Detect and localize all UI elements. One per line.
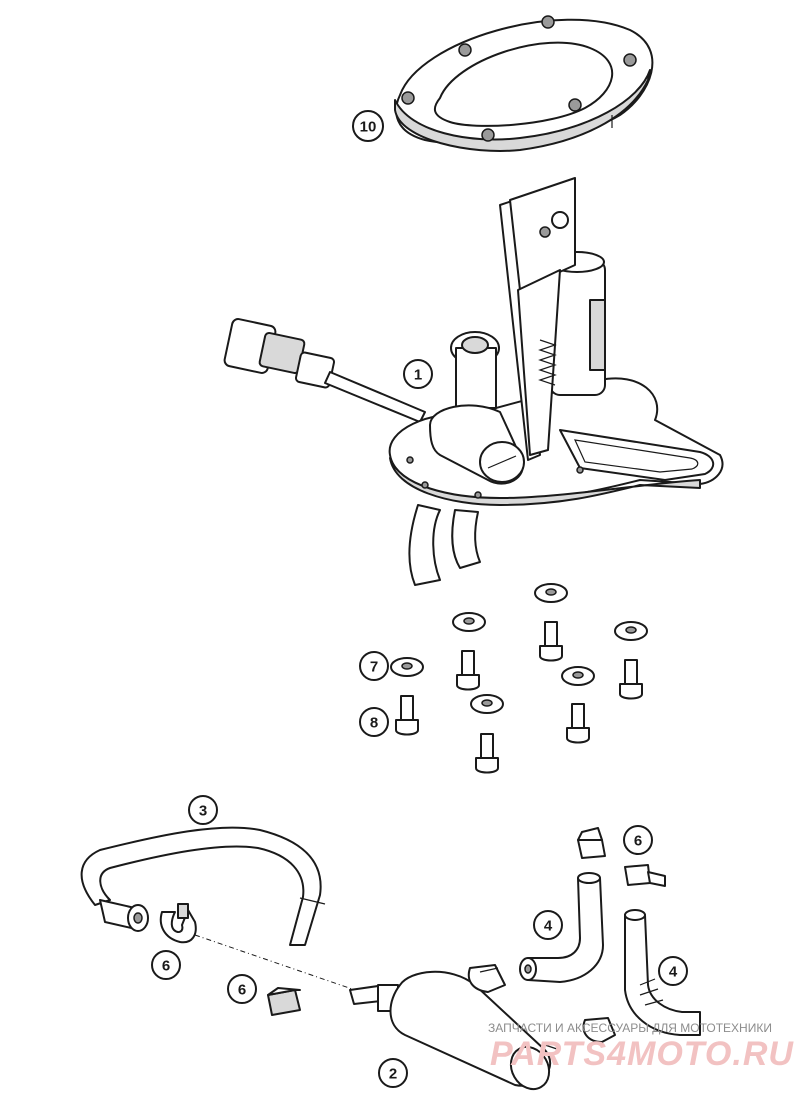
assembly-leader-line <box>194 934 356 991</box>
watermark-brand: PARTS4MOTO.RU <box>490 1035 794 1073</box>
hose-clamp <box>467 964 506 993</box>
hose-clamp <box>582 1017 616 1043</box>
washer <box>534 583 568 603</box>
fuel-hose <box>80 826 326 946</box>
washer <box>390 657 424 677</box>
callout-10: 10 <box>352 110 384 142</box>
callout-6: 6 <box>227 974 257 1004</box>
callout-7: 7 <box>359 651 389 681</box>
callout-2: 2 <box>378 1058 408 1088</box>
hose-clamp <box>624 864 666 887</box>
callout-label: 6 <box>162 958 170 975</box>
washers-and-bolts <box>390 583 648 774</box>
bolt <box>619 659 643 700</box>
callout-label: 7 <box>370 659 378 676</box>
callout-label: 1 <box>414 367 422 384</box>
callout-4: 4 <box>533 910 563 940</box>
fuel-filter <box>349 970 561 1091</box>
callout-label: 4 <box>669 964 678 981</box>
washer <box>614 621 648 641</box>
callout-label: 6 <box>238 982 246 999</box>
callout-label: 3 <box>199 803 207 820</box>
callout-6: 6 <box>151 950 181 980</box>
bolt <box>475 733 499 774</box>
callout-3: 3 <box>188 795 218 825</box>
bolt <box>456 650 480 691</box>
callout-1: 1 <box>403 359 433 389</box>
callout-6: 6 <box>623 825 653 855</box>
washer <box>470 694 504 714</box>
callout-label: 10 <box>360 119 377 136</box>
fuel-hose-elbow <box>624 909 701 1036</box>
hose-clamp <box>159 903 197 944</box>
hose-clamp <box>267 987 301 1016</box>
callout-label: 4 <box>544 918 553 935</box>
washer <box>452 612 486 632</box>
callout-8: 8 <box>359 707 389 737</box>
callout-label: 2 <box>389 1066 397 1083</box>
washer <box>561 666 595 686</box>
flange-gasket <box>394 15 654 152</box>
callout-label: 8 <box>370 715 378 732</box>
fuel-pump-module <box>223 177 724 586</box>
watermark-tagline: ЗАПЧАСТИ И АКСЕССУАРЫ ДЛЯ МОТОТЕХНИКИ <box>488 1021 772 1035</box>
hose-clamp <box>577 827 606 859</box>
bolt <box>566 703 590 744</box>
bolt <box>395 695 419 736</box>
callout-4: 4 <box>658 956 688 986</box>
watermark: ЗАПЧАСТИ И АКСЕССУАРЫ ДЛЯ МОТОТЕХНИКИ PA… <box>488 1021 794 1073</box>
bolt <box>539 621 563 662</box>
callout-label: 6 <box>634 833 642 850</box>
fuel-hose-elbow <box>519 872 604 983</box>
